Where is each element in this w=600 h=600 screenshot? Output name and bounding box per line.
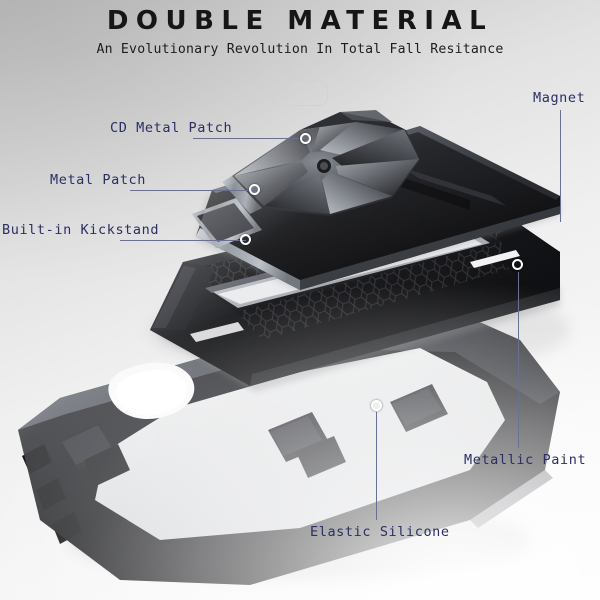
leader-line-metal-patch bbox=[130, 190, 255, 191]
marker-metal-patch bbox=[249, 184, 260, 195]
callout-label-cd-metal-patch: CD Metal Patch bbox=[110, 120, 233, 136]
leader-line-built-in-kickstand bbox=[120, 240, 246, 241]
callout-label-metal-patch: Metal Patch bbox=[50, 172, 147, 188]
leader-line-magnet bbox=[560, 110, 561, 222]
page-title: DOUBLE MATERIAL bbox=[106, 6, 494, 36]
callout-label-magnet: Magnet bbox=[533, 90, 586, 106]
callout-label-built-in-kickstand: Built-in Kickstand bbox=[2, 222, 160, 238]
marker-metallic-paint bbox=[512, 259, 523, 270]
leader-line-elastic-silicone bbox=[376, 412, 377, 520]
ghost-component-outline bbox=[272, 80, 328, 106]
page-subtitle: An Evolutionary Revolution In Total Fall… bbox=[96, 42, 504, 57]
marker-built-in-kickstand bbox=[240, 234, 251, 245]
callout-label-metallic-paint: Metallic Paint bbox=[464, 452, 587, 468]
marker-cd-metal-patch bbox=[300, 133, 311, 144]
leader-line-metallic-paint bbox=[518, 272, 519, 448]
marker-elastic-silicone bbox=[371, 400, 382, 411]
leader-line-cd-metal-patch bbox=[193, 138, 305, 139]
callout-label-elastic-silicone: Elastic Silicone bbox=[310, 524, 450, 540]
